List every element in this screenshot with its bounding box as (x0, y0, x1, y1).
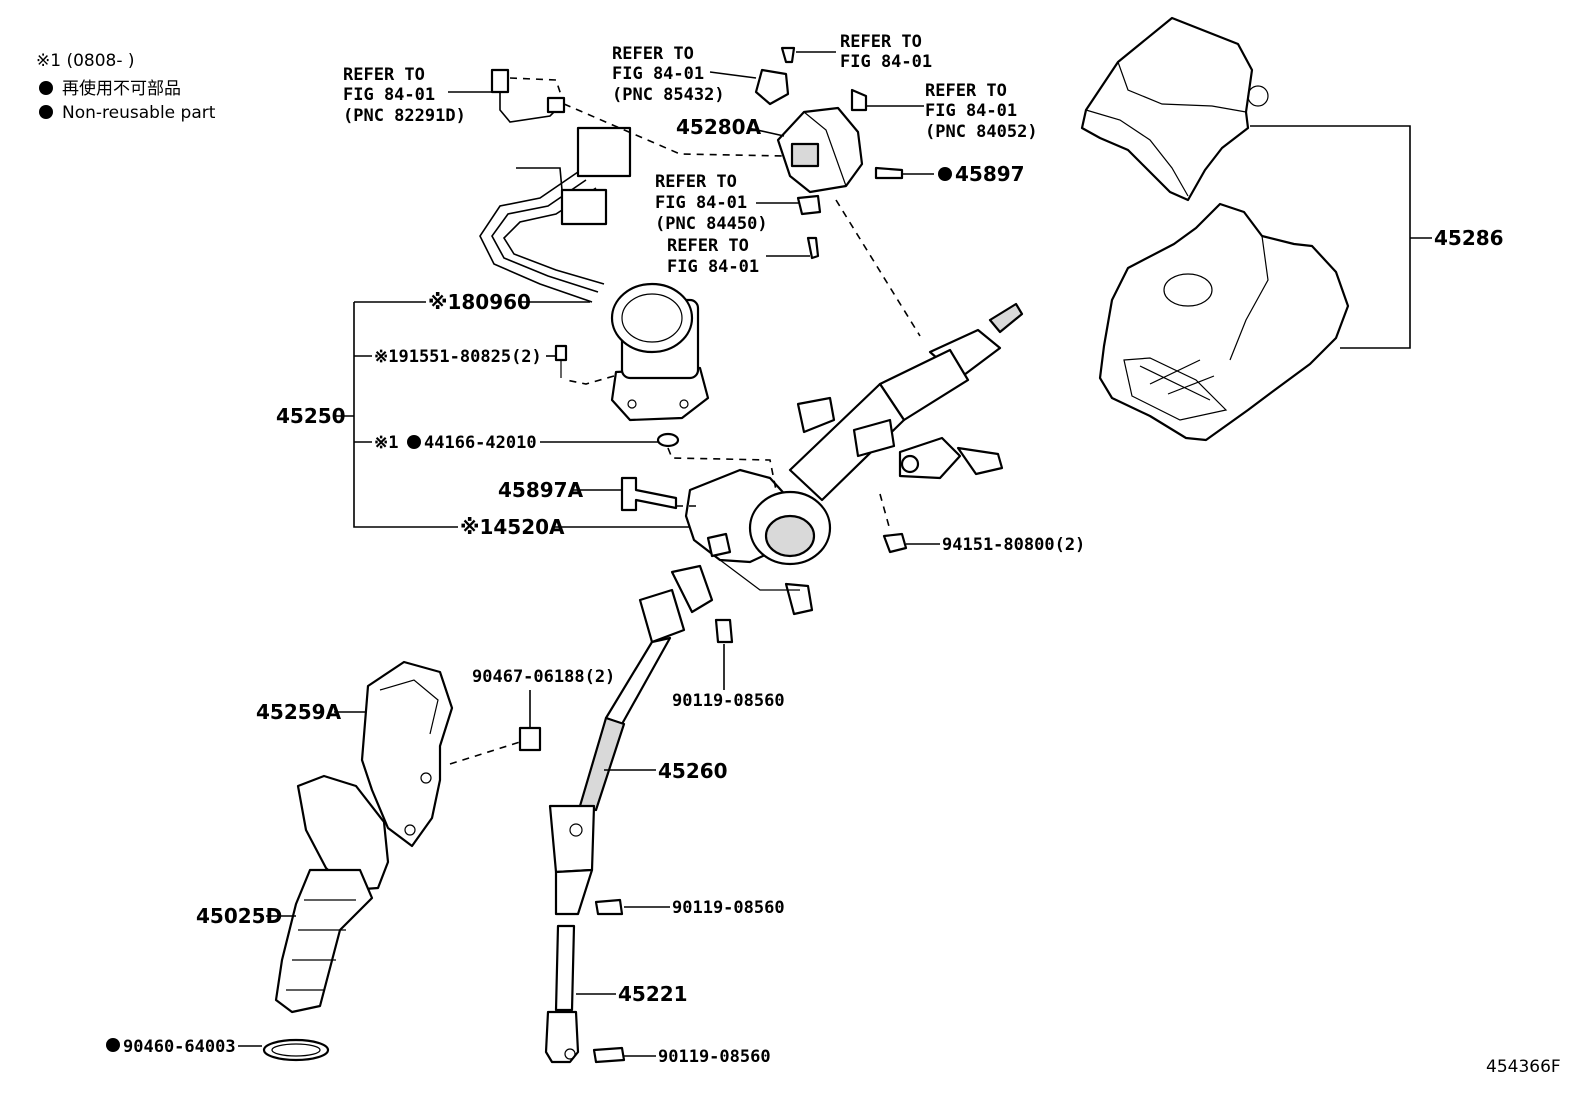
label-94151-80800: 94151-80800(2) (942, 535, 1085, 555)
intermediate-shaft-drawing (548, 564, 714, 916)
label-45280A: 45280A (676, 115, 762, 139)
label-ref-top-line1: REFER TO (840, 32, 922, 52)
column-cover-lower-drawing (1098, 202, 1350, 442)
label-45897A: 45897A (498, 478, 584, 502)
label-44166-42010: 44166-42010 (424, 433, 537, 453)
label-4520A: ※14520A (460, 515, 565, 539)
bolts-drawing (518, 476, 908, 1064)
label-ref-85432-line2: FIG 84-01 (612, 64, 704, 84)
steering-lock-actuator-drawing (554, 282, 710, 448)
label-45897: 45897 (955, 162, 1025, 186)
ignition-switch-drawing (754, 46, 904, 260)
leader-lines (238, 51, 1432, 1057)
label-44166-prefix: ※1 (374, 433, 398, 453)
label-91551-80825: ※191551-80825(2) (374, 347, 542, 367)
label-45259A: 45259A (256, 700, 342, 724)
legend-note: ※1 (0808- ) (36, 51, 135, 71)
part-labels: REFER TO FIG 84-01 (PNC 82291D) REFER TO… (106, 32, 1561, 1077)
steering-lock-harness-drawing (479, 126, 632, 303)
column-hole-cover-drawing (360, 660, 454, 848)
label-ref-84052-line1: REFER TO (925, 81, 1007, 101)
legend: ※1 (0808- ) 再使用不可部品 Non-reusable part (36, 51, 216, 123)
non-reusable-bullet-icon (407, 435, 421, 449)
label-ref-plain-line1: REFER TO (667, 236, 749, 256)
label-45260: 45260 (658, 759, 728, 783)
label-ref-84052-line2: FIG 84-01 (925, 101, 1017, 121)
label-ref-85432-line1: REFER TO (612, 44, 694, 64)
label-45025D: 45025D (196, 904, 282, 928)
label-90119-08560-b: 90119-08560 (672, 898, 785, 918)
label-45250: 45250 (276, 404, 346, 428)
non-reusable-bullet-icon (106, 1038, 120, 1052)
non-reusable-bullet-icon (39, 105, 53, 119)
label-90119-08560-c: 90119-08560 (658, 1047, 771, 1067)
label-45286: 45286 (1434, 226, 1504, 250)
label-ref-84450-line1: REFER TO (655, 172, 737, 192)
figure-id: 454366F (1486, 1057, 1561, 1077)
sliding-shaft-drawing (544, 924, 580, 1064)
label-ref-84450-line2: FIG 84-01 (655, 193, 747, 213)
wire-connector-drawing (490, 68, 566, 123)
label-90460-64003: 90460-64003 (123, 1037, 236, 1057)
column-cover-upper-drawing (1080, 16, 1269, 202)
non-reusable-bullet-icon (938, 167, 952, 181)
label-90119-08560-a: 90119-08560 (672, 691, 785, 711)
label-80960: ※180960 (428, 290, 531, 314)
label-ref-plain-line2: FIG 84-01 (667, 257, 759, 277)
label-ref-82291d-line1: REFER TO (343, 65, 425, 85)
label-ref-84052-line3: (PNC 84052) (925, 122, 1038, 142)
steering-column-drawing (684, 302, 1024, 616)
label-ref-84450-line3: (PNC 84450) (655, 214, 768, 234)
legend-en: Non-reusable part (62, 103, 216, 123)
label-90467-06188: 90467-06188(2) (472, 667, 615, 687)
label-ref-82291d-line2: FIG 84-01 (343, 85, 435, 105)
dashed-assembly-lines (449, 77, 921, 765)
non-reusable-bullet-icon (39, 81, 53, 95)
label-ref-85432-line3: (PNC 85432) (612, 85, 725, 105)
steering-boot-drawing (262, 774, 390, 1062)
legend-jp: 再使用不可部品 (62, 78, 181, 99)
label-ref-top-line2: FIG 84-01 (840, 52, 932, 72)
label-ref-82291d-line3: (PNC 82291D) (343, 106, 466, 126)
label-45221: 45221 (618, 982, 688, 1006)
